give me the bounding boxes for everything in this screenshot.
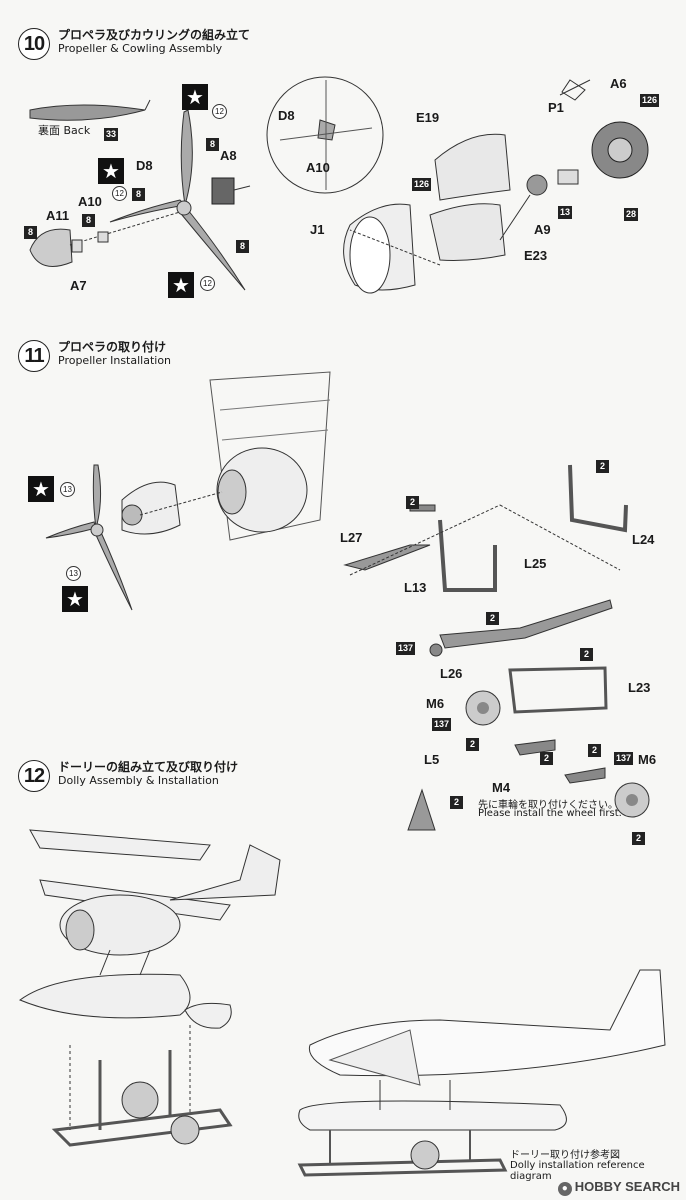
part-tag: 2 (540, 752, 553, 765)
part-label: L25 (524, 556, 547, 571)
part-label: E23 (524, 248, 548, 263)
part-label: L5 (424, 752, 440, 767)
part-tag: 8 (24, 226, 37, 239)
part-label: J1 (310, 222, 325, 237)
part-label: A9 (534, 222, 551, 237)
part-tag: 126 (412, 178, 432, 191)
part-tag: 8 (206, 138, 219, 151)
part-tag: 33 (104, 128, 119, 141)
part-tag: 2 (450, 796, 463, 809)
step-10-number: 10 (18, 28, 50, 60)
star-mark: ★ (182, 84, 208, 110)
star-mark: ★ (168, 272, 194, 298)
step-10-title-jp: プロペラ及びカウリングの組み立て (58, 28, 251, 42)
note-jp: 先に車輪を取り付けください。 (478, 800, 618, 811)
part-tag: 13 (558, 206, 573, 219)
part-tag: 2 (588, 744, 601, 757)
star-mark: ★ (62, 586, 88, 612)
part-tag: 2 (486, 612, 499, 625)
step-11-number: 11 (18, 340, 50, 372)
part-label: M6 (426, 696, 445, 711)
part-tag: 2 (466, 738, 479, 751)
step-12-number: 12 (18, 760, 50, 792)
part-label: A10 (78, 194, 102, 209)
part-label: A11 (46, 208, 70, 223)
step-11-title-jp: プロペラの取り付け (58, 340, 167, 354)
part-label: P1 (548, 100, 564, 115)
part-tag: 2 (632, 832, 645, 845)
sticker-ref: 12 (200, 276, 215, 291)
part-label: M4 (492, 780, 511, 795)
part-label: L13 (404, 580, 427, 595)
back-label: 裏面 Back (38, 124, 91, 137)
sticker-ref: 13 (60, 482, 75, 497)
step-12-title-jp: ドーリーの組み立て及び取り付け (58, 760, 239, 774)
part-tag: 137 (396, 642, 416, 655)
part-tag: 2 (406, 496, 419, 509)
part-label: A10 (306, 160, 330, 175)
part-label: L24 (632, 532, 655, 547)
star-mark: ★ (98, 158, 124, 184)
star-mark: ★ (28, 476, 54, 502)
sticker-ref: 13 (66, 566, 81, 581)
part-label: A6 (610, 76, 627, 91)
part-tag: 8 (236, 240, 249, 253)
part-tag: 8 (132, 188, 145, 201)
watermark: ●HOBBY SEARCH (557, 1179, 680, 1196)
part-label: D8 (136, 158, 153, 173)
part-label: A8 (220, 148, 237, 163)
ref-caption-en: Dolly installation reference diagram (510, 1160, 645, 1182)
part-label: A7 (70, 278, 87, 293)
part-label: L23 (628, 680, 651, 695)
step-12-title-en: Dolly Assembly & Installation (58, 774, 219, 787)
sticker-ref: 12 (212, 104, 227, 119)
part-tag: 137 (432, 718, 452, 731)
part-tag: 2 (596, 460, 609, 473)
part-tag: 8 (82, 214, 95, 227)
sticker-ref: 12 (112, 186, 127, 201)
part-tag: 126 (640, 94, 660, 107)
part-label: L27 (340, 530, 363, 545)
part-tag: 28 (624, 208, 639, 221)
circle-logo-icon: ● (557, 1182, 572, 1196)
part-label: L26 (440, 666, 463, 681)
part-tag: 137 (614, 752, 634, 765)
part-tag: 2 (580, 648, 593, 661)
note-en: Please install the wheel first. (478, 808, 622, 819)
part-label: M6 (638, 752, 657, 767)
step-10-title-en: Propeller & Cowling Assembly (58, 42, 223, 55)
step-11-title-en: Propeller Installation (58, 354, 172, 367)
ref-caption-jp: ドーリー取り付け参考図 (510, 1150, 620, 1161)
part-label: E19 (416, 110, 440, 125)
part-label: D8 (278, 108, 295, 123)
